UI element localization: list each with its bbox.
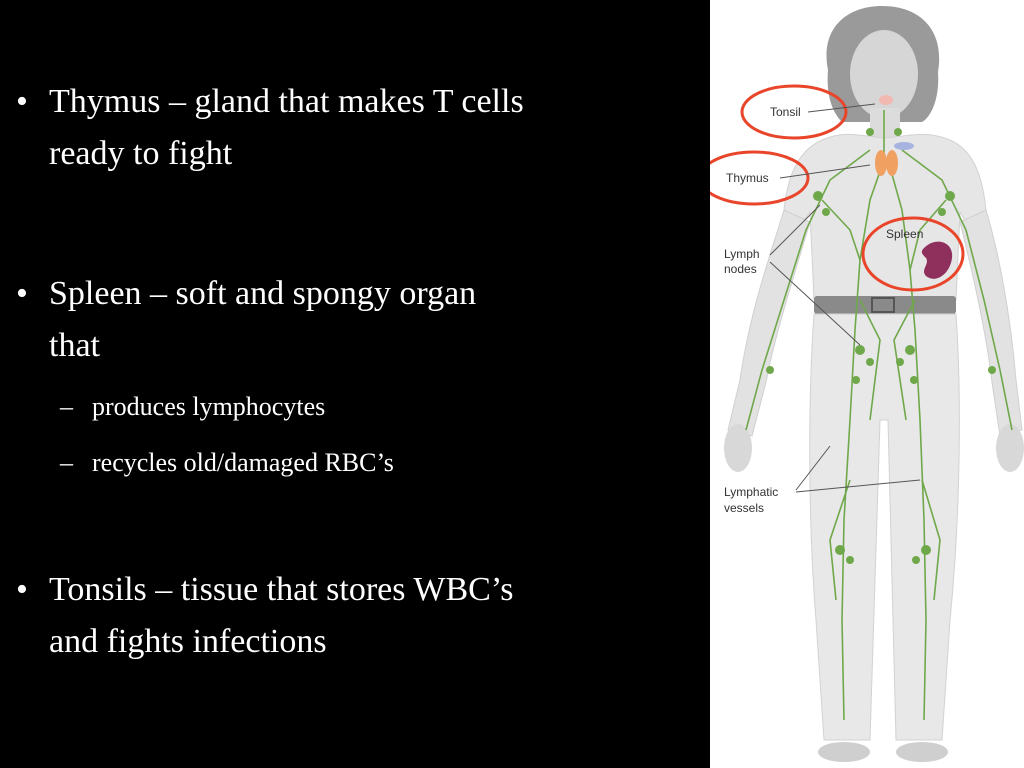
bullet-tonsils-line-2: and fights infections	[49, 623, 327, 660]
bullet-thymus: • Thymus – gland that makes T cells read…	[16, 76, 706, 180]
label-lymph-nodes-line-1: Lymph	[724, 247, 760, 261]
sub-bullet-lymphocytes-text: produces lymphocytes	[92, 392, 326, 421]
label-lymphatic-vessels-line-2: vessels	[724, 501, 764, 515]
figure-right-hand	[996, 424, 1024, 472]
bullet-tonsils: • Tonsils – tissue that stores WBC’s and…	[16, 564, 706, 668]
bullet-spleen-line-2: that	[49, 327, 100, 364]
bullet-dot: •	[16, 571, 28, 608]
bullet-tonsils-line-1: Tonsils – tissue that stores WBC’s	[49, 571, 514, 608]
lymph-nodes	[766, 128, 996, 564]
thymus-organ	[875, 150, 887, 176]
leader-lines	[769, 103, 921, 493]
figure-neck	[870, 108, 900, 142]
label-tonsil: Tonsil	[770, 105, 801, 119]
tonsil-organ	[879, 95, 893, 105]
figure-right-foot	[896, 742, 948, 762]
label-lymphatic-vessels-line-1: Lymphatic	[724, 485, 778, 499]
bullet-dot: •	[16, 275, 28, 312]
sub-dash: –	[60, 392, 73, 421]
thymus-organ	[886, 150, 898, 176]
sub-bullet-lymphocytes: –produces lymphocytes	[60, 390, 700, 424]
sub-bullet-rbc: –recycles old/damaged RBC’s	[60, 446, 700, 480]
spleen-organ	[921, 241, 953, 279]
sub-bullet-rbc-text: recycles old/damaged RBC’s	[92, 448, 394, 477]
bullet-thymus-line-1: Thymus – gland that makes T cells	[49, 83, 524, 120]
highlight-circles	[710, 84, 965, 292]
figure-pants	[809, 313, 960, 741]
bullet-dot: •	[16, 83, 28, 120]
thymus-highlight-circle	[710, 150, 810, 206]
figure-belt	[814, 296, 956, 314]
sub-dash: –	[60, 448, 73, 477]
figure-head	[850, 30, 918, 118]
bullet-thymus-line-2: ready to fight	[49, 135, 233, 172]
figure-left-hand	[724, 424, 752, 472]
label-lymph-nodes-line-2: nodes	[724, 262, 757, 276]
figure-left-arm	[727, 209, 811, 437]
spleen-highlight-circle	[861, 216, 965, 292]
text-column: • Thymus – gland that makes T cells read…	[16, 76, 706, 668]
diagram-svg: Tonsil Thymus Spleen Lymph nodes Lymphat…	[710, 6, 1024, 762]
vein-hint	[894, 142, 914, 150]
label-thymus: Thymus	[726, 171, 769, 185]
figure-left-foot	[818, 742, 870, 762]
bullet-spleen-line-1: Spleen – soft and spongy organ	[49, 275, 477, 312]
lymphatic-system-diagram: Tonsil Thymus Spleen Lymph nodes Lymphat…	[710, 0, 1024, 768]
label-spleen: Spleen	[886, 227, 923, 241]
bullet-spleen: • Spleen – soft and spongy organ that	[16, 268, 706, 372]
tonsil-highlight-circle	[740, 84, 848, 140]
figure-belt-buckle	[871, 297, 895, 313]
